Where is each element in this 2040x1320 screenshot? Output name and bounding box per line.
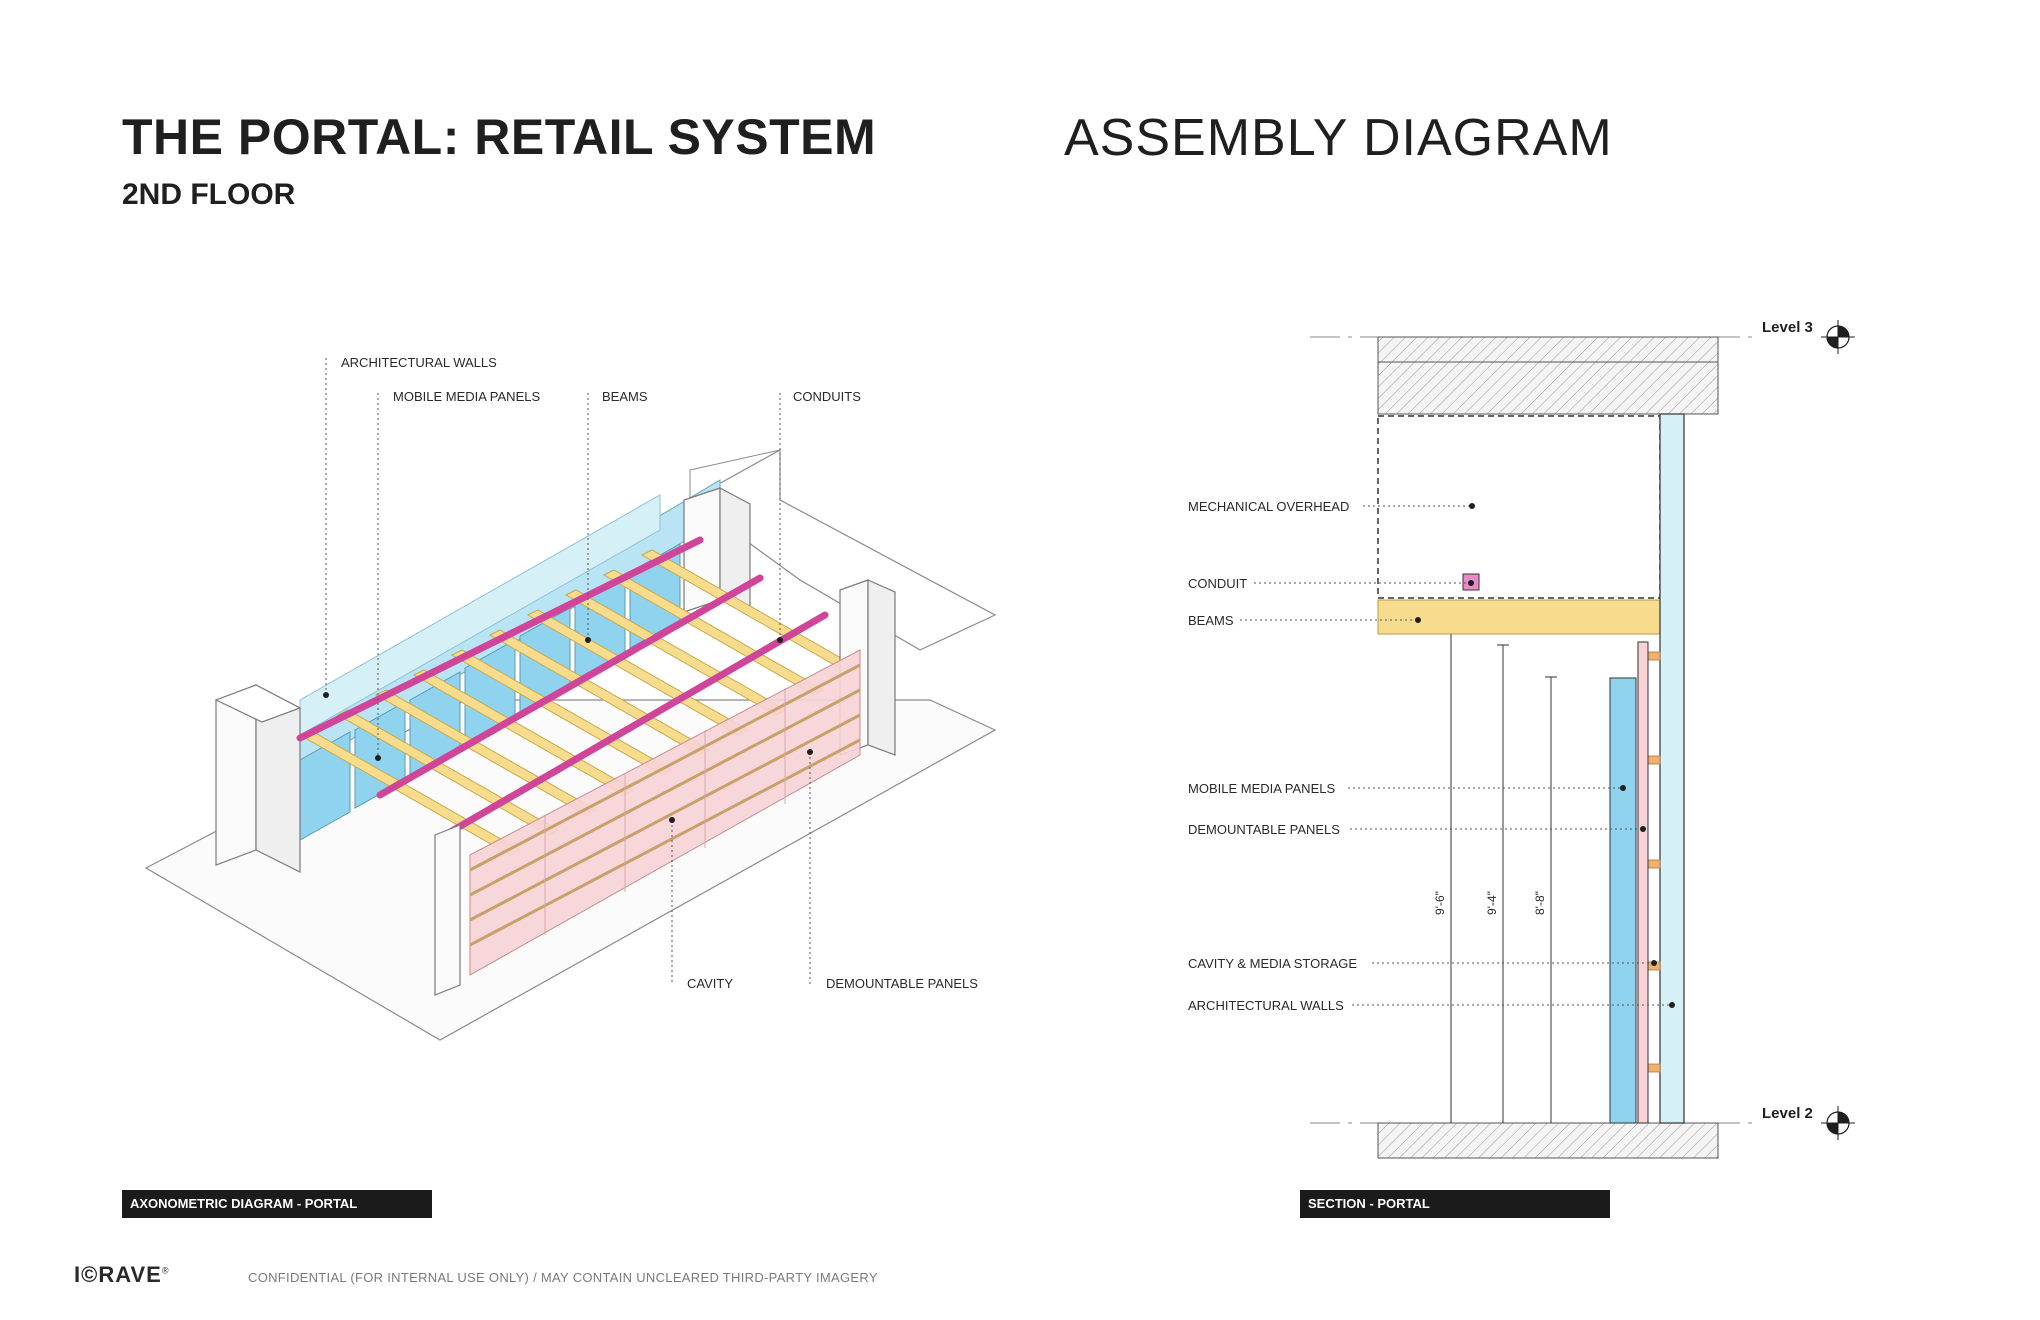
axo-conduits <box>296 536 829 839</box>
section-leader-dots <box>1415 503 1675 1008</box>
axo-column-left <box>214 684 302 873</box>
section-mobile-media-panel <box>1609 677 1637 1124</box>
axo-leaders <box>325 358 811 985</box>
axo-label-conduits: CONDUITS <box>793 389 861 404</box>
section-label-mechanical-overhead: MECHANICAL OVERHEAD <box>1188 499 1349 514</box>
top-slab <box>1377 361 1719 415</box>
dimension-8-8: 8'-8" <box>1533 891 1547 915</box>
section-label-conduit: CONDUIT <box>1188 576 1247 591</box>
axo-label-architectural-walls: ARCHITECTURAL WALLS <box>341 355 497 370</box>
section-beam <box>1377 599 1661 635</box>
page-subtitle: 2ND FLOOR <box>122 178 296 211</box>
axo-demountable-panels <box>469 649 861 976</box>
mechanical-overhead-zone <box>1377 415 1661 599</box>
axonometric-caption: AXONOMETRIC DIAGRAM - PORTAL <box>122 1190 432 1218</box>
axo-label-mobile-media-panels: MOBILE MEDIA PANELS <box>393 389 540 404</box>
section-architectural-wall <box>1659 413 1685 1124</box>
dimension-9-6: 9'-6" <box>1433 891 1447 915</box>
section-label-mobile-media-panels: MOBILE MEDIA PANELS <box>1188 781 1335 796</box>
level-2-marker-icon <box>1821 1106 1855 1140</box>
page-title: THE PORTAL: RETAIL SYSTEM <box>122 109 877 165</box>
company-logo-text: I©RAVE <box>74 1262 162 1287</box>
axo-label-beams: BEAMS <box>602 389 648 404</box>
section-label-architectural-walls: ARCHITECTURAL WALLS <box>1188 998 1344 1013</box>
axo-label-demountable-panels: DEMOUNTABLE PANELS <box>826 976 978 991</box>
section-caption: SECTION - PORTAL <box>1300 1190 1610 1218</box>
level-3-marker-icon <box>1821 320 1855 354</box>
section-leaders <box>1240 505 1672 1006</box>
assembly-diagram-heading: ASSEMBLY DIAGRAM <box>1064 109 1613 167</box>
company-logo: I©RAVE® <box>74 1262 170 1287</box>
confidential-notice: CONFIDENTIAL (FOR INTERNAL USE ONLY) / M… <box>248 1270 878 1285</box>
section-diagram: 9'-6" 9'-4" 8'-8" MECHANICAL OVERHEAD CO… <box>1188 319 1855 1159</box>
section-demountable-panel <box>1637 641 1649 1124</box>
level-3-label: Level 3 <box>1762 319 1813 336</box>
axonometric-diagram: ARCHITECTURAL WALLS MOBILE MEDIA PANELS … <box>144 355 997 1041</box>
section-label-demountable-panels: DEMOUNTABLE PANELS <box>1188 822 1340 837</box>
level-2-label: Level 2 <box>1762 1105 1813 1122</box>
dimension-9-4: 9'-4" <box>1485 891 1499 915</box>
bottom-slab <box>1377 1122 1719 1159</box>
section-label-cavity-media-storage: CAVITY & MEDIA STORAGE <box>1188 956 1357 971</box>
axo-label-cavity: CAVITY <box>687 976 733 991</box>
top-slab-finish <box>1377 336 1719 363</box>
section-dimension-lines <box>1450 634 1557 1123</box>
section-label-beams: BEAMS <box>1188 613 1234 628</box>
axo-leader-dots <box>323 637 813 823</box>
section-cavity-brackets <box>1647 651 1661 1073</box>
